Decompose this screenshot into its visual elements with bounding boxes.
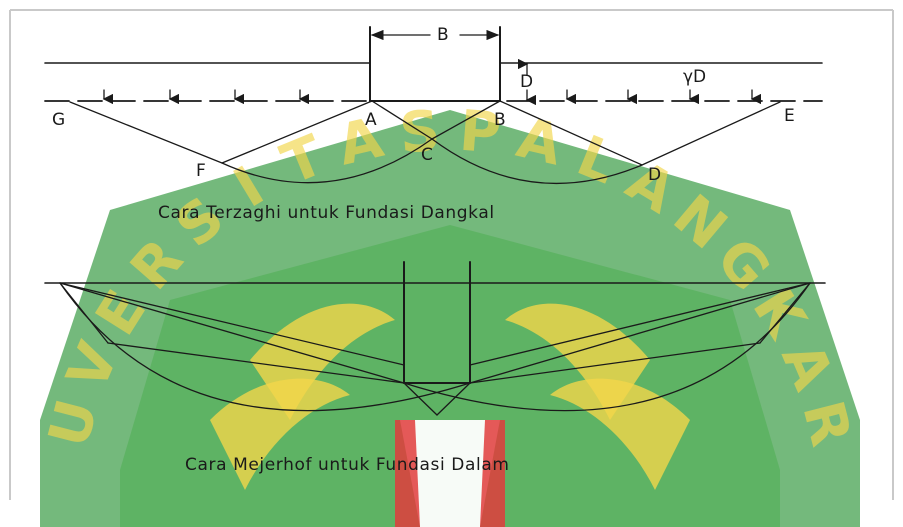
depth-label: D [520,72,533,92]
watermark-center-red-right [480,420,505,527]
point-c-label: C [421,145,433,165]
fan-line-left-4 [59,282,405,366]
image-frame [9,9,894,500]
watermark-center-white [400,420,500,527]
point-d-label: D [648,165,661,185]
log-spiral-left [221,138,433,184]
failure-curve-left [59,282,471,412]
watermark-letter: P [457,99,503,167]
point-b-label: B [494,110,506,130]
fan-line-left-3 [107,342,405,384]
log-spiral-right [431,138,643,185]
wedge-a-to-c [371,100,433,140]
fan-line-right-4 [469,282,811,366]
wedge-under-pile-right [436,382,471,416]
meyerhof-caption: Cara Mejerhof untuk Fundasi Dalam [185,455,510,475]
wedge-under-pile-left [403,382,438,416]
fan-line-right-1 [469,282,811,384]
fan-line-right-2 [759,282,811,344]
point-g-label: G [52,110,65,130]
watermark-laurel-right-2 [550,378,690,490]
watermark-inner-shield [120,225,780,527]
terzaghi-caption: Cara Terzaghi untuk Fundasi Dangkal [158,203,495,223]
fan-line-left-1 [59,282,405,384]
meyerhof-diagram: Cara Mejerhof untuk Fundasi Dalam [44,261,826,475]
surcharge-arrows [102,89,762,105]
wedge-b-to-c [431,100,501,140]
fan-line-left-2 [59,282,109,344]
point-e-label: E [784,106,795,126]
terzaghi-diagram: B D γD G A B E F C D Cara Terzaghi untuk… [44,25,823,223]
watermark-center-red [395,420,420,527]
fan-line-right-3 [469,342,761,384]
surcharge-label: γD [683,67,706,87]
point-a-label: A [365,110,377,130]
width-label: B [437,25,449,45]
watermark-letter: S [397,99,442,167]
point-f-label: F [196,161,206,181]
watermark-laurel-left-2 [210,378,350,490]
